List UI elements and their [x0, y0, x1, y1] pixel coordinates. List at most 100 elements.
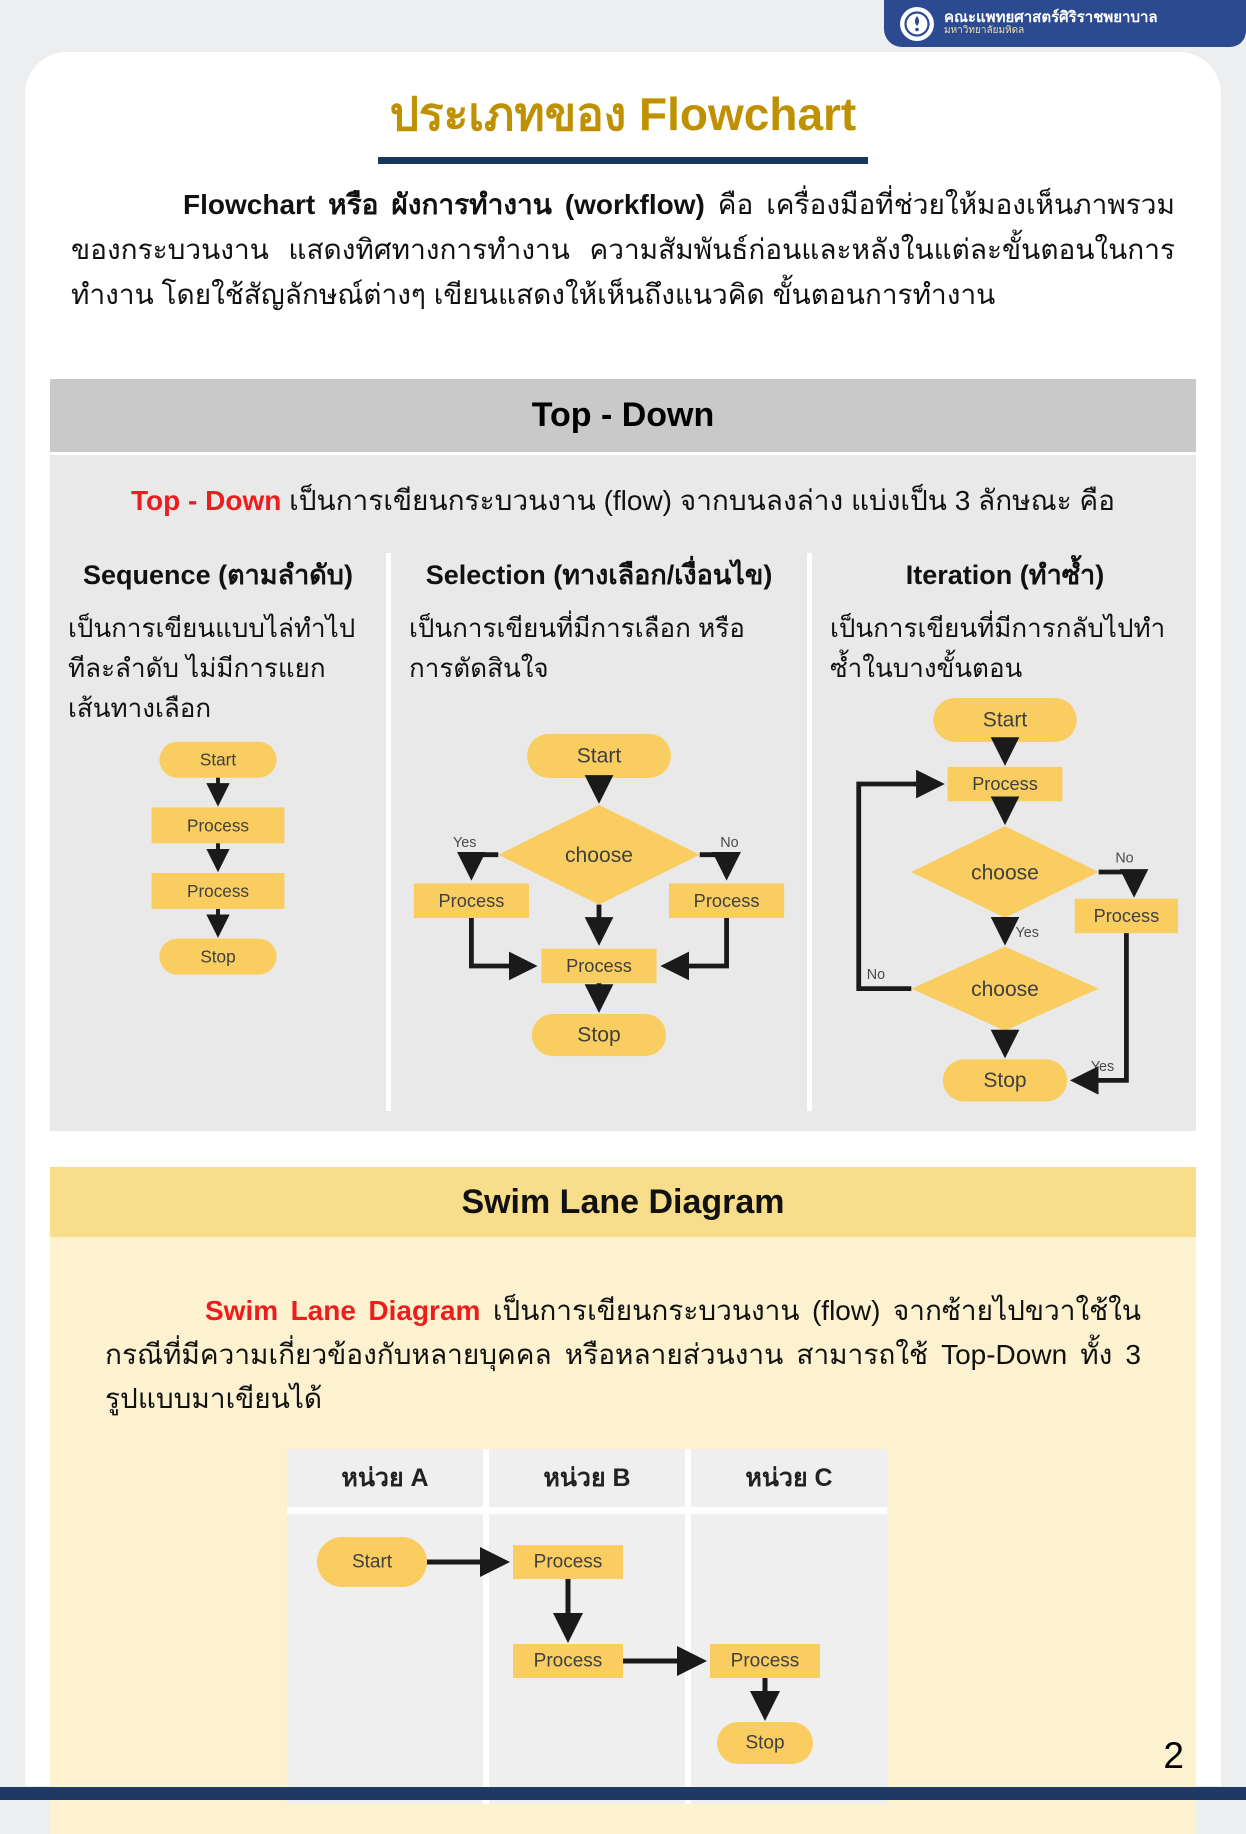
- selection-no-label: No: [720, 835, 738, 851]
- selection-process-middle-node: Process: [541, 948, 657, 984]
- iteration-header: Iteration (ทำซ้ำ): [905, 560, 1105, 590]
- intro-paragraph: Flowchart หรือ ผังการทำงาน (workflow) คื…: [71, 182, 1175, 317]
- swim-process-3-label: Process: [731, 1651, 800, 1672]
- selection-stop-node: Stop: [531, 1013, 667, 1057]
- iteration-choose-2-diamond: choose: [911, 946, 1099, 1031]
- selection-right-merge: [660, 918, 729, 981]
- swim-process-2-node: Process: [513, 1644, 623, 1678]
- sequence-start-node: Start: [159, 741, 277, 778]
- iteration-no-1-label: No: [1115, 850, 1133, 866]
- selection-choose-diamond: choose: [498, 804, 700, 905]
- iteration-stop-node: Stop: [942, 1059, 1068, 1102]
- selection-stop-label: Stop: [577, 1024, 620, 1047]
- sequence-process-1-node: Process: [151, 807, 285, 844]
- swim-lane-intro: Swim Lane Diagram เป็นการเขียนกระบวนงาน …: [105, 1289, 1141, 1421]
- top-down-intro-rest: เป็นการเขียนกระบวนงาน (flow) จากบนลงล่าง…: [281, 485, 1115, 516]
- swim-process-1-label: Process: [534, 1552, 603, 1573]
- selection-process-left-node: Process: [413, 883, 529, 919]
- sequence-process-1-label: Process: [187, 815, 249, 835]
- siriraj-logo-icon: [900, 6, 934, 41]
- column-iteration: Iteration (ทำซ้ำ) เป็นการเขียนที่มีการกล…: [807, 553, 1198, 1111]
- document-page: ประเภทของ Flowchart Flowchart หรือ ผังกา…: [25, 52, 1221, 1834]
- iteration-no-2-label: No: [867, 967, 885, 983]
- title-wrap: ประเภทของ Flowchart: [25, 52, 1221, 164]
- top-down-intro-red: Top - Down: [131, 485, 282, 516]
- badge-university-name: มหาวิทยาลัยมหิดล: [944, 25, 1025, 37]
- swim-lane-intro-red: Swim Lane Diagram: [205, 1295, 481, 1326]
- sequence-stop-label: Stop: [200, 947, 235, 967]
- iteration-yes-1-label: Yes: [1016, 925, 1039, 941]
- siriraj-logo-glyph: [904, 10, 930, 37]
- iteration-choose-1-label: choose: [971, 861, 1039, 884]
- intro-rest-text: คือ เครื่องมือที่ช่วยให้มองเห็นภาพรวมของ…: [71, 189, 1175, 310]
- swim-start-node: Start: [317, 1537, 427, 1587]
- swim-lane-intro-rest: เป็นการเขียนกระบวนงาน (flow) จากซ้ายไปขว…: [105, 1295, 1141, 1414]
- iteration-process-right-node: Process: [1074, 898, 1179, 934]
- top-down-section-header: Top - Down: [50, 379, 1196, 452]
- column-sequence: Sequence (ตามลำดับ) เป็นการเขียนแบบไล่ทำ…: [50, 553, 386, 1111]
- swim-lane-section-title: Swim Lane Diagram: [461, 1182, 785, 1221]
- page-title: ประเภทของ Flowchart: [377, 78, 869, 164]
- iteration-loop-path: [856, 769, 945, 992]
- swim-stop-node: Stop: [717, 1722, 813, 1764]
- iteration-process-right-label: Process: [1094, 906, 1160, 926]
- selection-process-middle-label: Process: [566, 956, 632, 976]
- swim-lane-section: Swim Lane Diagram Swim Lane Diagram เป็น…: [50, 1167, 1196, 1834]
- sequence-description: เป็นการเขียนแบบไล่ทำไปทีละลำดับ ไม่มีการ…: [68, 613, 356, 723]
- swim-process-3-node: Process: [710, 1644, 820, 1678]
- selection-yes-path: [457, 851, 499, 881]
- iteration-description: เป็นการเขียนที่มีการกลับไปทำซ้ำในบางขั้น…: [830, 613, 1166, 683]
- selection-process-left-label: Process: [439, 891, 505, 911]
- selection-no-path: [699, 851, 741, 881]
- iteration-choose-2-label: choose: [971, 978, 1039, 1001]
- swim-process-1-node: Process: [513, 1545, 623, 1579]
- column-selection: Selection (ทางเลือก/เงื่อนไข) เป็นการเขี…: [386, 553, 807, 1111]
- iteration-start-label: Start: [983, 708, 1028, 731]
- swim-lane-table: หน่วย A หน่วย B หน่วย C Start: [287, 1449, 887, 1804]
- iteration-stop-label: Stop: [983, 1069, 1026, 1092]
- top-down-intro-line: Top - Down เป็นการเขียนกระบวนงาน (flow) …: [50, 479, 1196, 523]
- iteration-process-top-node: Process: [947, 766, 1063, 802]
- lane-header-b: หน่วย B: [489, 1449, 685, 1507]
- selection-process-right-label: Process: [694, 891, 760, 911]
- iteration-yes-2-label: Yes: [1091, 1059, 1114, 1075]
- swim-stop-label: Stop: [745, 1733, 784, 1754]
- selection-left-merge: [469, 918, 538, 981]
- iteration-start-node: Start: [933, 698, 1077, 742]
- sequence-stop-node: Stop: [159, 938, 277, 975]
- swim-lane-section-header: Swim Lane Diagram: [50, 1167, 1196, 1237]
- iteration-flowchart: Start Process choose No: [856, 698, 1179, 1102]
- selection-choose-label: choose: [565, 844, 633, 867]
- iteration-process-top-label: Process: [972, 774, 1038, 794]
- selection-start-node: Start: [527, 733, 671, 778]
- intro-lead-text: Flowchart หรือ ผังการทำงาน (workflow): [183, 189, 705, 220]
- sequence-process-2-node: Process: [151, 873, 285, 909]
- selection-process-right-node: Process: [669, 883, 785, 919]
- iteration-no-1-path: [1098, 869, 1149, 898]
- top-down-section-body: Top - Down เป็นการเขียนกระบวนงาน (flow) …: [50, 452, 1196, 1131]
- lane-header-a: หน่วย A: [287, 1449, 483, 1507]
- sequence-header: Sequence (ตามลำดับ): [83, 560, 353, 590]
- top-down-section-title: Top - Down: [531, 396, 715, 434]
- selection-header: Selection (ทางเลือก/เงื่อนไข): [425, 560, 773, 590]
- swim-process-2-label: Process: [534, 1651, 603, 1672]
- lane-header-c: หน่วย C: [691, 1449, 887, 1507]
- swim-lane-section-body: Swim Lane Diagram เป็นการเขียนกระบวนงาน …: [50, 1237, 1196, 1834]
- top-down-section: Top - Down Top - Down เป็นการเขียนกระบวน…: [50, 379, 1196, 1131]
- selection-start-label: Start: [577, 744, 622, 767]
- badge-faculty-name: คณะแพทยศาสตร์ศิริราชพยาบาล: [944, 9, 1158, 27]
- swim-lane-flowchart: Start Process Process Proc: [317, 1537, 820, 1764]
- iteration-choose-1-diamond: choose: [911, 826, 1099, 918]
- selection-yes-label: Yes: [453, 835, 476, 851]
- sequence-flowchart: Start Process Process: [151, 741, 285, 975]
- top-down-columns: Sequence (ตามลำดับ) เป็นการเขียนแบบไล่ทำ…: [50, 553, 1196, 1111]
- siriraj-hospital-badge: คณะแพทยศาสตร์ศิริราชพยาบาล มหาวิทยาลัยมห…: [884, 0, 1246, 47]
- sequence-start-label: Start: [200, 750, 236, 770]
- badge-text: คณะแพทยศาสตร์ศิริราชพยาบาล มหาวิทยาลัยมห…: [944, 10, 1158, 36]
- footer-bar: [0, 1787, 1246, 1800]
- selection-flowchart: Start choose Yes Process: [413, 733, 785, 1057]
- iteration-right-merge-path: [1070, 933, 1129, 1095]
- swim-start-label: Start: [352, 1552, 393, 1573]
- page-number: 2: [1163, 1735, 1184, 1776]
- sequence-process-2-label: Process: [187, 881, 249, 901]
